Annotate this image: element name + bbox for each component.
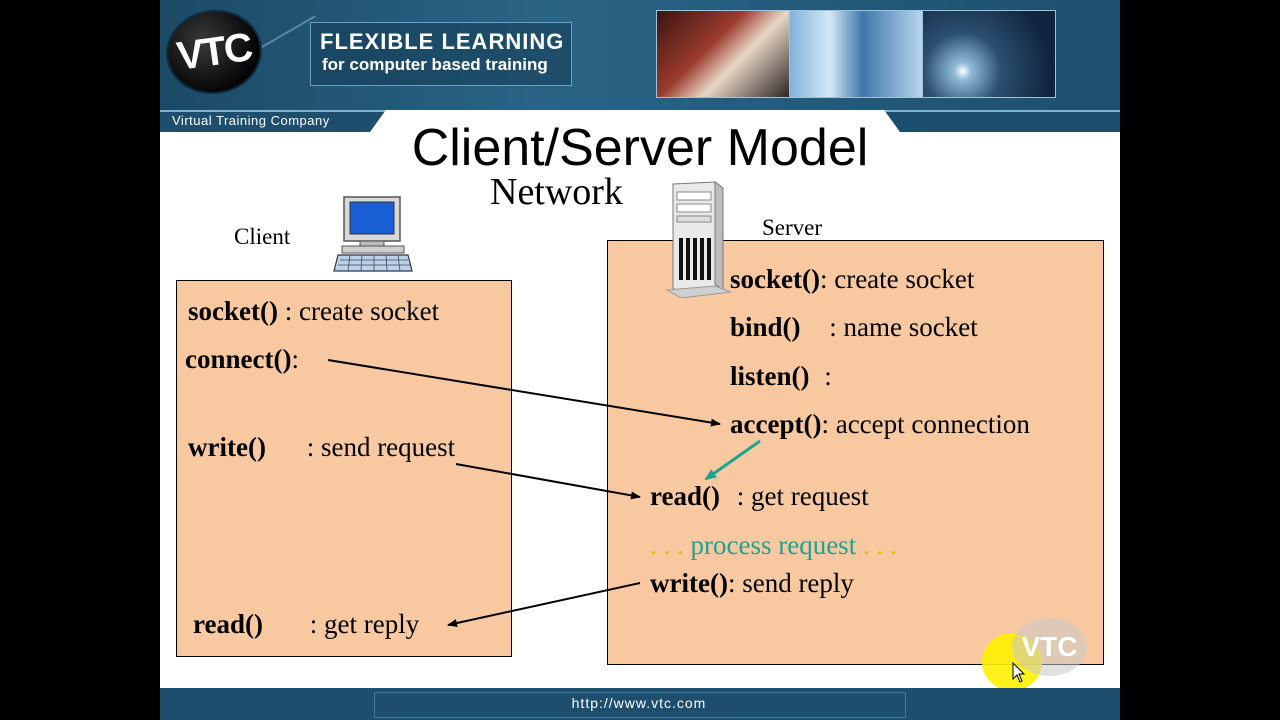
client-socket-desc: : create socket — [277, 296, 440, 326]
server-accept-fn: accept() — [730, 409, 822, 439]
client-read-desc: : get reply — [302, 609, 420, 639]
header-photo-strip — [656, 10, 1056, 98]
server-socket-line: socket(): create socket — [730, 264, 974, 295]
server-bind-desc: : name socket — [822, 312, 978, 342]
photo-light-flare — [923, 11, 1055, 97]
server-label: Server — [762, 215, 823, 240]
title-tab — [370, 110, 900, 132]
server-accept-desc: : accept connection — [821, 409, 1030, 439]
client-label: Client — [234, 224, 291, 249]
client-box — [176, 280, 512, 657]
server-listen-fn: listen() — [730, 361, 810, 391]
vtc-watermark: VTC — [1012, 618, 1087, 676]
process-dots-left: . . . — [650, 530, 684, 560]
vtc-logo: VTC — [162, 5, 266, 99]
server-write-line: write(): send reply — [650, 568, 854, 599]
client-read-line: read() : get reply — [193, 609, 419, 640]
server-bind-line: bind() : name socket — [730, 312, 978, 343]
server-read-desc: : get request — [729, 481, 869, 511]
server-read-fn: read() — [650, 481, 720, 511]
computer-icon — [333, 196, 413, 272]
client-connect-line: connect(): — [185, 344, 299, 375]
server-socket-desc: : create socket — [819, 264, 975, 294]
network-label: Network — [490, 171, 623, 213]
client-read-fn: read() — [193, 609, 263, 639]
server-icon — [665, 181, 731, 298]
server-listen-desc: : — [817, 361, 832, 391]
photo-hand-keyboard — [657, 11, 790, 97]
client-write-desc: : send request — [299, 432, 456, 462]
client-socket-fn: socket() — [188, 296, 278, 326]
header-banner: VTC FLEXIBLE LEARNING for computer based… — [160, 0, 1120, 110]
server-write-desc: : send reply — [727, 568, 854, 598]
tagline-box — [310, 22, 572, 86]
process-dots-right: . . . — [862, 530, 897, 560]
mouse-cursor-icon — [1012, 662, 1026, 683]
client-write-fn: write() — [188, 432, 266, 462]
client-connect-fn: connect() — [185, 344, 292, 374]
process-request-text: process request — [690, 530, 857, 560]
server-read-line: read() : get request — [650, 481, 869, 512]
company-name: Virtual Training Company — [172, 113, 330, 128]
server-box — [607, 240, 1104, 665]
photo-office-building — [790, 11, 923, 97]
process-request-line: . . . process request . . . — [650, 530, 897, 561]
server-accept-line: accept(): accept connection — [730, 409, 1030, 440]
server-write-fn: write() — [650, 568, 728, 598]
server-socket-fn: socket() — [730, 264, 820, 294]
tagline-line2: for computer based training — [322, 55, 548, 74]
footer-url[interactable]: http://www.vtc.com — [571, 695, 707, 711]
slide-title: Client/Server Model — [411, 119, 869, 177]
server-listen-line: listen() : — [730, 361, 832, 392]
client-socket-line: socket() : create socket — [188, 296, 439, 327]
url-box — [374, 692, 906, 718]
footer-bar — [160, 688, 1120, 720]
tagline-line1: FLEXIBLE LEARNING — [320, 29, 565, 54]
server-bind-fn: bind() — [730, 312, 801, 342]
client-write-line: write() : send request — [188, 432, 455, 463]
client-connect-desc: : — [291, 344, 299, 374]
slide: VTC FLEXIBLE LEARNING for computer based… — [160, 0, 1120, 720]
